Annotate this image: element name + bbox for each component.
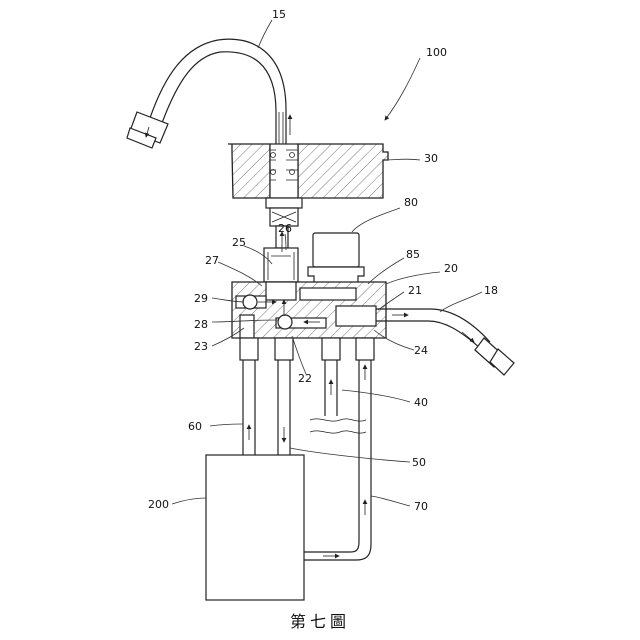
label-29: 29 — [194, 292, 208, 305]
shank — [264, 198, 302, 282]
counter-plate — [228, 144, 388, 198]
pipe-fittings — [240, 338, 374, 360]
label-40: 40 — [414, 396, 428, 409]
label-20: 20 — [444, 262, 458, 275]
label-200: 200 — [148, 498, 169, 511]
label-100: 100 — [426, 46, 447, 59]
figure-caption: 第七圖 — [290, 612, 350, 631]
label-22: 22 — [298, 372, 312, 385]
label-80: 80 — [404, 196, 418, 209]
label-21: 21 — [408, 284, 422, 297]
label-70: 70 — [414, 500, 428, 513]
label-25: 25 — [232, 236, 246, 249]
label-18: 18 — [484, 284, 498, 297]
label-26: 26 — [278, 222, 292, 235]
label-60: 60 — [188, 420, 202, 433]
spout-nozzle — [127, 112, 168, 148]
side-outlet — [376, 309, 514, 375]
label-50: 50 — [412, 456, 426, 469]
label-23: 23 — [194, 340, 208, 353]
label-24: 24 — [414, 344, 428, 357]
label-27: 27 — [205, 254, 219, 267]
label-28: 28 — [194, 318, 208, 331]
label-30: 30 — [424, 152, 438, 165]
tank — [206, 455, 304, 600]
label-85: 85 — [406, 248, 420, 261]
valve-body — [232, 282, 386, 338]
label-15: 15 — [272, 8, 286, 21]
